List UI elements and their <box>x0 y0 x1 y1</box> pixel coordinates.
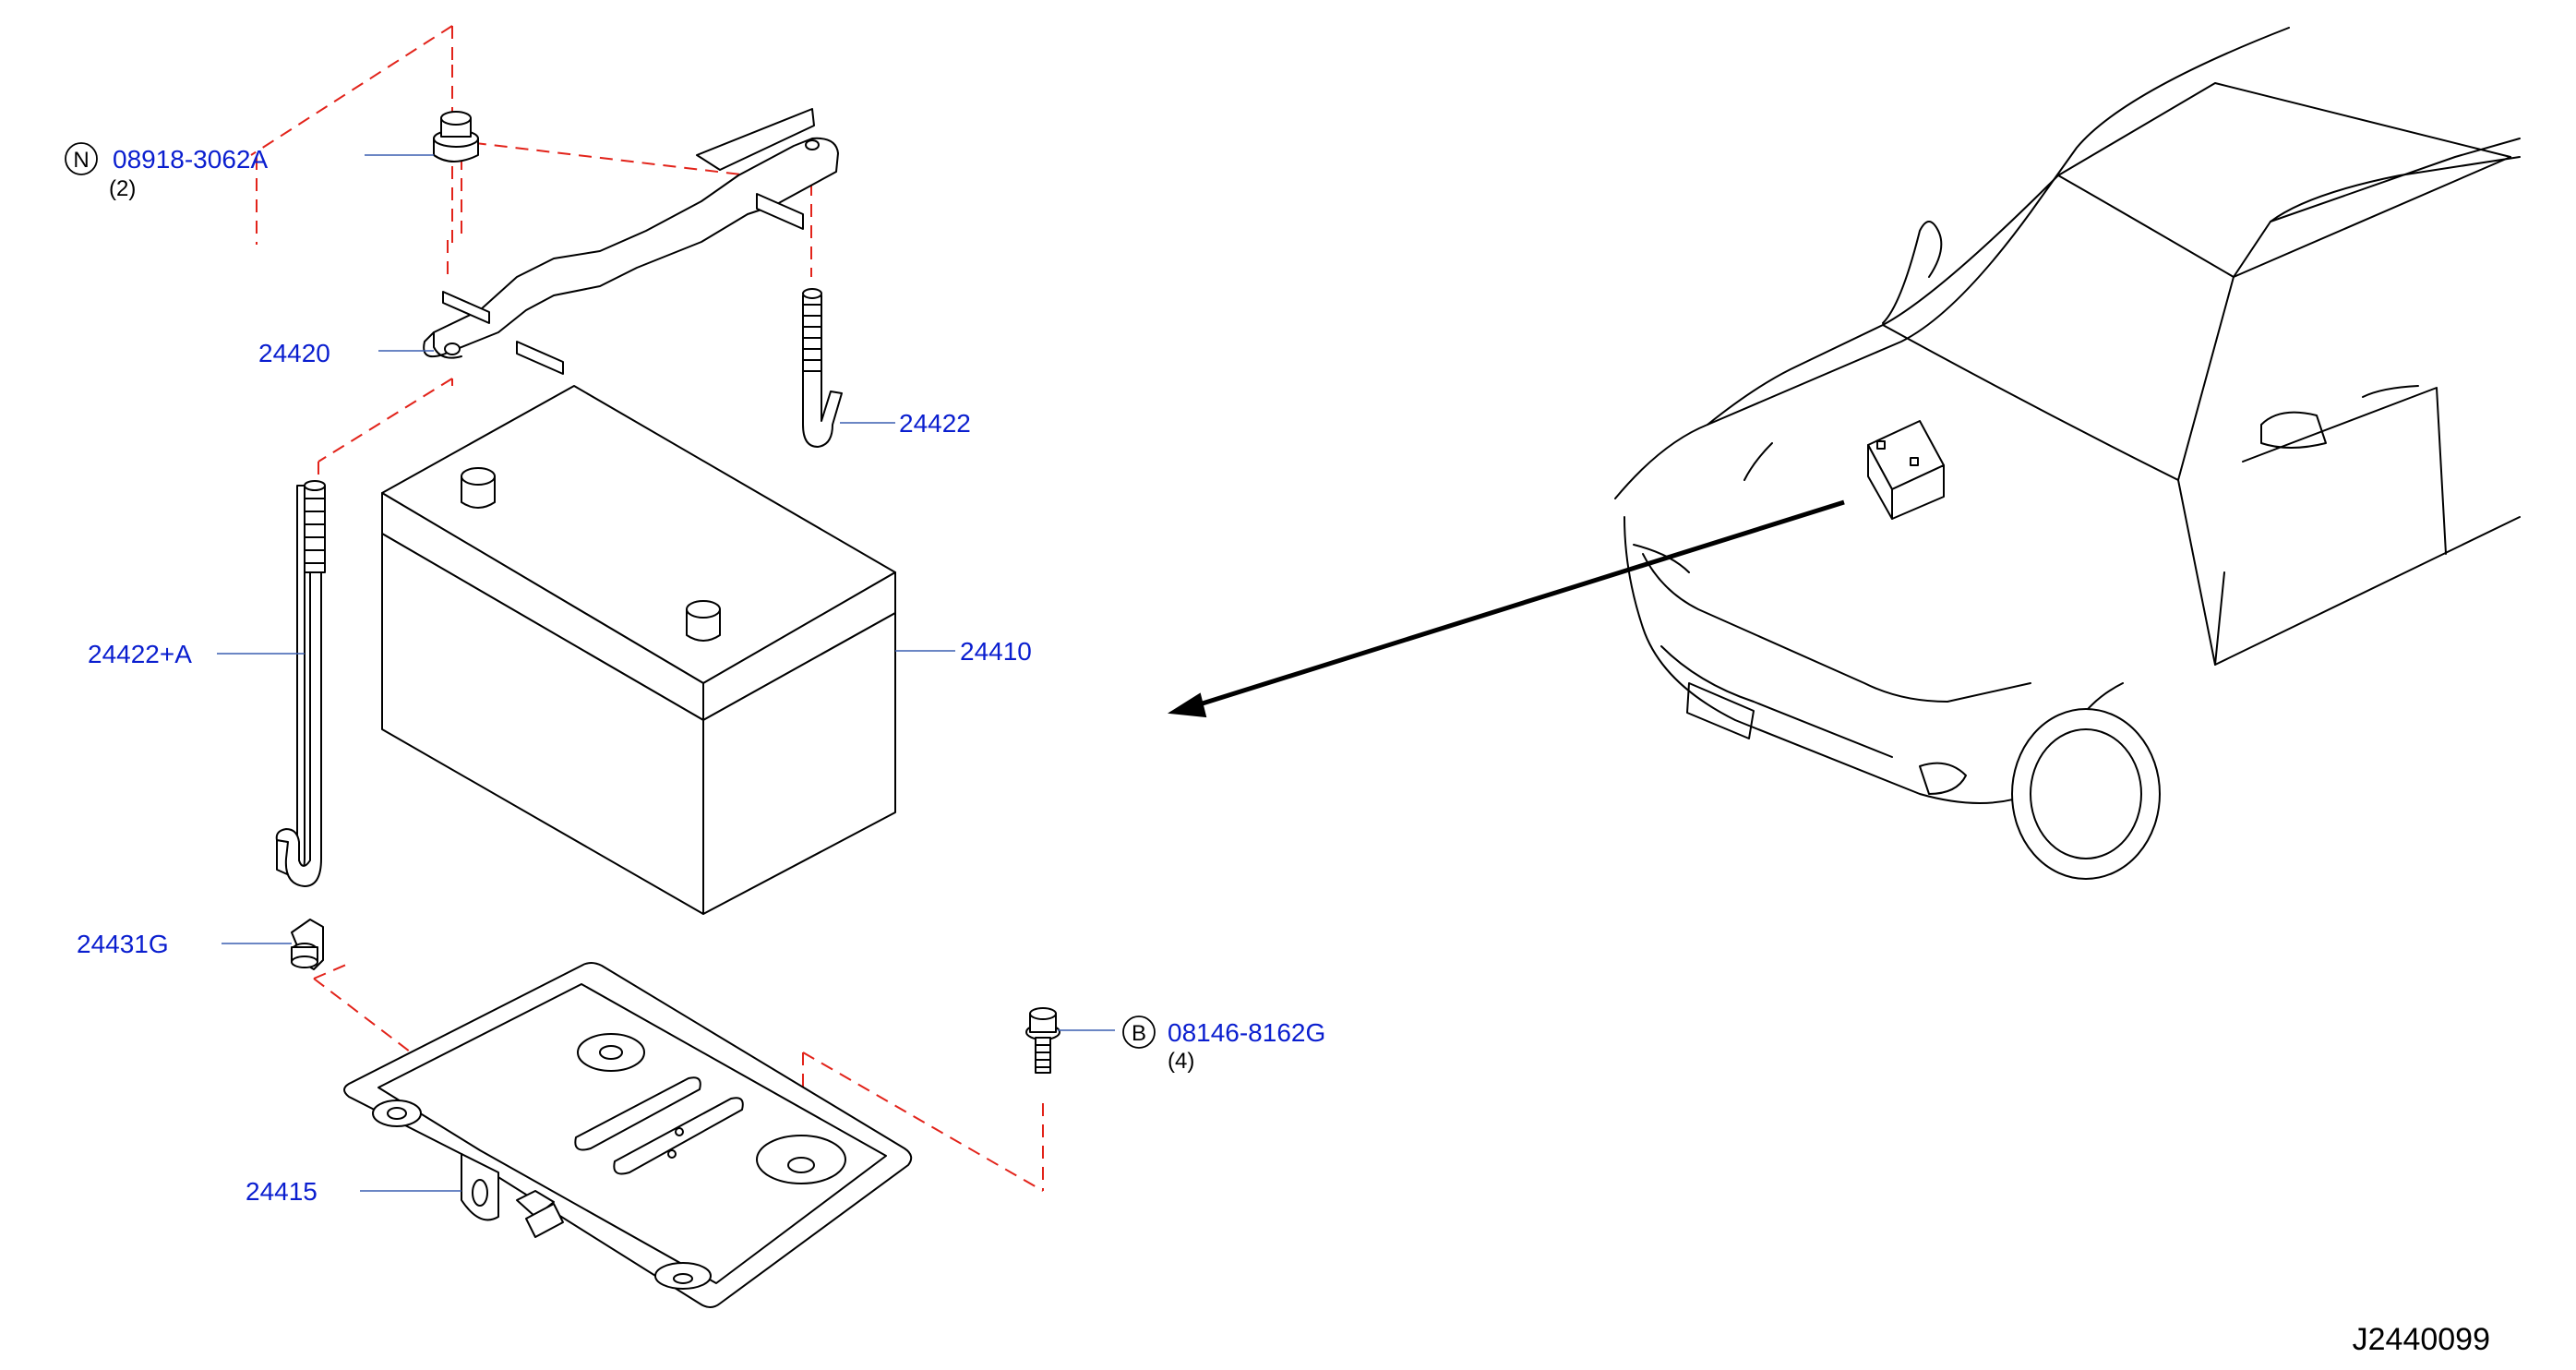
part-number[interactable]: 08146-8162G <box>1168 1018 1325 1047</box>
flange-bolt <box>1025 1007 1060 1074</box>
hook-rod-short <box>802 288 843 448</box>
part-label-24410[interactable]: 24410 <box>960 637 1032 666</box>
clip <box>291 919 324 970</box>
part-number[interactable]: 08918-3062A <box>113 145 268 174</box>
location-arrow <box>1168 499 1845 718</box>
part-label-24420[interactable]: 24420 <box>258 339 330 367</box>
diagram-code: J2440099 <box>2353 1322 2490 1357</box>
hook-rod-long <box>275 480 326 887</box>
prefix-circle <box>1122 1015 1156 1049</box>
part-label-24431g[interactable]: 24431G <box>77 930 169 958</box>
part-label-24415[interactable]: 24415 <box>246 1177 318 1206</box>
part-label-24422[interactable]: 24422 <box>899 409 971 438</box>
part-label-08146-8162G[interactable]: B 08146-8162G (4) <box>1122 1015 1325 1074</box>
vehicle-location-view <box>1614 27 2521 880</box>
battery-hold-frame <box>423 108 839 375</box>
part-qty: (4) <box>1168 1049 1194 1074</box>
leader-lines <box>217 154 1115 1192</box>
part-prefix: N <box>73 148 89 173</box>
part-qty: (2) <box>109 176 136 201</box>
part-label-08918-3062A[interactable]: N 08918-3062A (2) <box>65 142 268 201</box>
battery-tray <box>343 962 913 1308</box>
hex-nut <box>433 111 479 162</box>
battery <box>381 385 896 915</box>
prefix-circle <box>65 142 98 175</box>
part-prefix: B <box>1132 1021 1146 1046</box>
part-label-24422-a[interactable]: 24422+A <box>88 640 192 668</box>
